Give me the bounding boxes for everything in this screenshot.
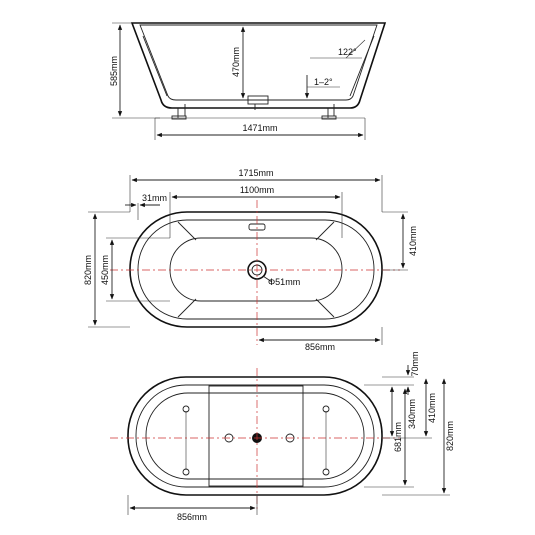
side-wall-angle-label: 122° (338, 47, 357, 57)
base-rim-offset-label: 70mm (410, 351, 420, 376)
top-corner-lines (177, 221, 335, 318)
base-half-width-label: 410mm (427, 393, 437, 423)
base-bottom-width-label: 681mm (393, 422, 403, 452)
side-inner-wall-left (142, 35, 168, 97)
side-slope-label: 1–2° (314, 77, 333, 87)
base-view: 70mm 340mm 410mm 681mm 820mm 856mm (110, 351, 455, 522)
side-feet (155, 104, 365, 120)
base-drain-offset-label: 856mm (177, 512, 207, 522)
top-half-width-label: 410mm (408, 226, 418, 256)
top-inner-rim (137, 219, 375, 320)
top-overall-length-label: 1715mm (238, 168, 273, 178)
base-center-plate (208, 385, 304, 487)
base-inner-width-label: 340mm (407, 399, 417, 429)
base-outer-rim (127, 376, 383, 496)
side-height-total-label: 585mm (109, 56, 119, 86)
top-overall-width-label: 820mm (83, 255, 93, 285)
base-support-left (182, 405, 190, 476)
base-inner-line (145, 392, 365, 480)
side-view: 585mm 470mm 122° 1–2° 1471mm (109, 22, 387, 140)
side-inner-profile (139, 24, 378, 101)
top-basin-bottom (169, 237, 343, 302)
side-inner-wall-right (349, 35, 375, 97)
top-inner-width-label: 450mm (100, 255, 110, 285)
top-bottom-length-label: 1100mm (240, 185, 274, 195)
base-support-right (322, 405, 330, 476)
top-rim-width-label: 31mm (142, 193, 167, 203)
top-outer-rim (129, 211, 383, 328)
top-view: 1715mm 1100mm 31mm 820mm 450mm 410mm Φ51… (83, 168, 418, 352)
top-drain-offset-label: 856mm (305, 342, 335, 352)
base-inner-rim (135, 384, 375, 488)
side-drain (247, 95, 269, 105)
side-outer-profile (130, 22, 387, 109)
side-height-inner-label: 470mm (231, 47, 241, 77)
top-drain-diameter-label: Φ51mm (268, 277, 300, 287)
base-overall-width-label: 820mm (445, 421, 455, 451)
side-length-label: 1471mm (242, 123, 277, 133)
